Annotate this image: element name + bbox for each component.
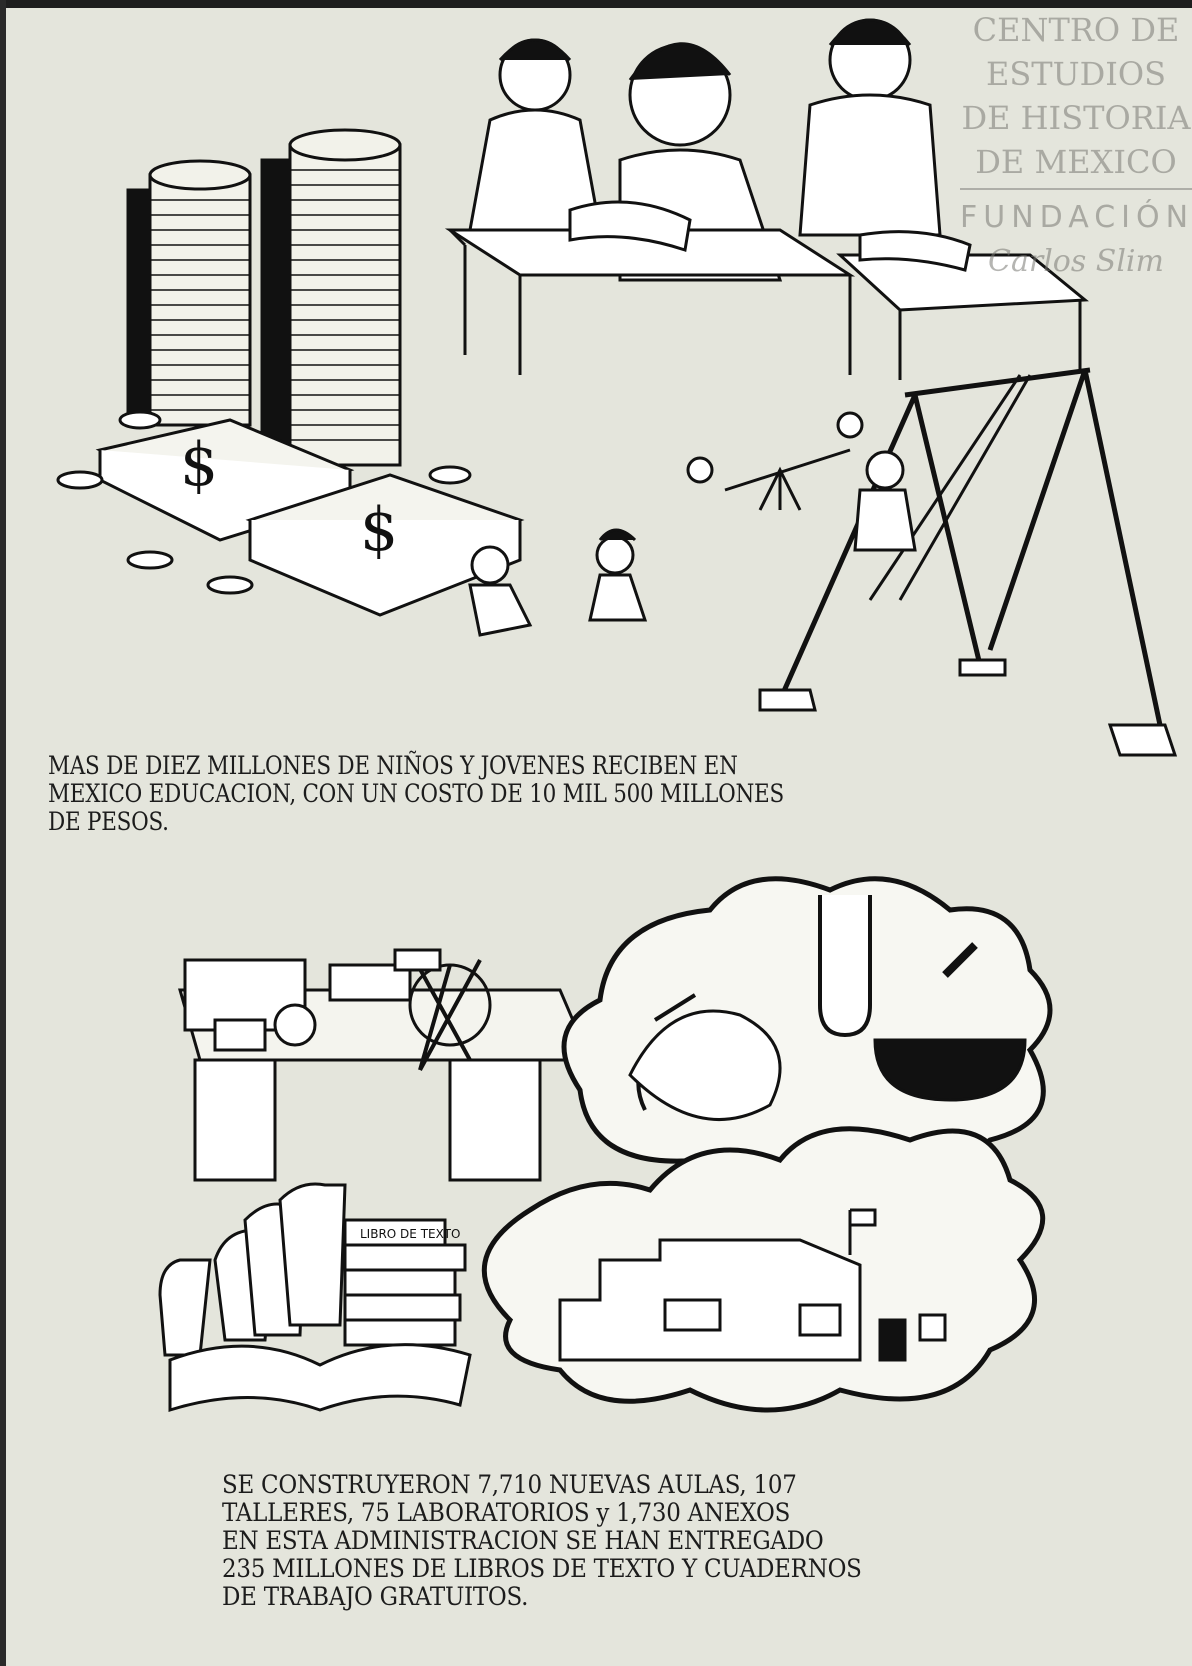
lathe-machine-illustration xyxy=(178,948,593,1182)
dollar-sign-icon: $ xyxy=(180,430,218,500)
watermark-text: ESTUDIOS xyxy=(985,55,1167,93)
watermark-text: CENTRO DE xyxy=(972,11,1180,49)
scan-top-border xyxy=(0,0,1192,8)
school-building-thought-bubble xyxy=(481,1126,1046,1413)
watermark-text: DE MEXICO xyxy=(975,143,1177,181)
coin-stacks-illustration xyxy=(126,128,402,467)
education-caption: MAS DE DIEZ MILLONES DE NIÑOS Y JOVENES … xyxy=(48,751,784,836)
construction-caption: SE CONSTRUYERON 7,710 NUEVAS AULAS, 107 … xyxy=(222,1470,862,1611)
archive-watermark: CENTRO DE ESTUDIOS DE HISTORIA DE MEXICO… xyxy=(960,8,1192,284)
watermark-signature: Carlos Slim xyxy=(988,244,1164,279)
students-at-desks-illustration xyxy=(444,18,1089,380)
banknote-bundles-illustration: $ $ xyxy=(56,410,525,617)
laboratory-thought-bubble xyxy=(561,876,1053,1183)
watermark-foundation: FUNDACIÓN xyxy=(960,188,1192,240)
scan-left-border xyxy=(0,0,6,1666)
dollar-sign-icon: $ xyxy=(360,495,398,565)
playground-illustration xyxy=(468,367,1178,757)
book-label: LIBRO DE TEXTO xyxy=(360,1227,460,1241)
watermark-text: DE HISTORIA xyxy=(961,99,1191,137)
textbooks-illustration: LIBRO DE TEXTO xyxy=(158,1182,472,1413)
